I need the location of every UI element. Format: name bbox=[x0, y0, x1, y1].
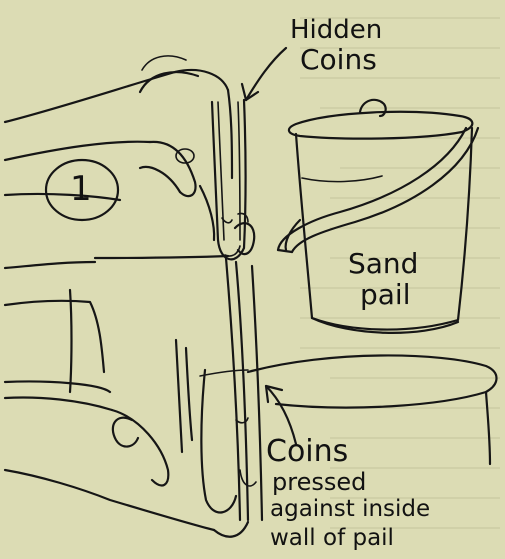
sand-pail-label-line-1: Sand bbox=[348, 250, 418, 278]
coins-pressed-label-line-3: against inside bbox=[270, 498, 430, 521]
sand-pail-label-line-2: pail bbox=[360, 281, 411, 309]
coins-pressed-label-line-2: pressed bbox=[272, 470, 366, 494]
coins-pressed-label-line-1: Coins bbox=[266, 437, 348, 467]
hidden-coins-label-line-2: Coins bbox=[300, 46, 377, 74]
coins-pressed-label-line-4: wall of pail bbox=[270, 527, 394, 550]
upper-hand-illustration bbox=[5, 56, 254, 259]
hidden-coins-label-line-1: Hidden bbox=[290, 17, 382, 43]
step-number: 1 bbox=[70, 172, 92, 206]
lower-hand-illustration bbox=[5, 256, 262, 537]
hidden-coins-arrow bbox=[242, 48, 286, 100]
